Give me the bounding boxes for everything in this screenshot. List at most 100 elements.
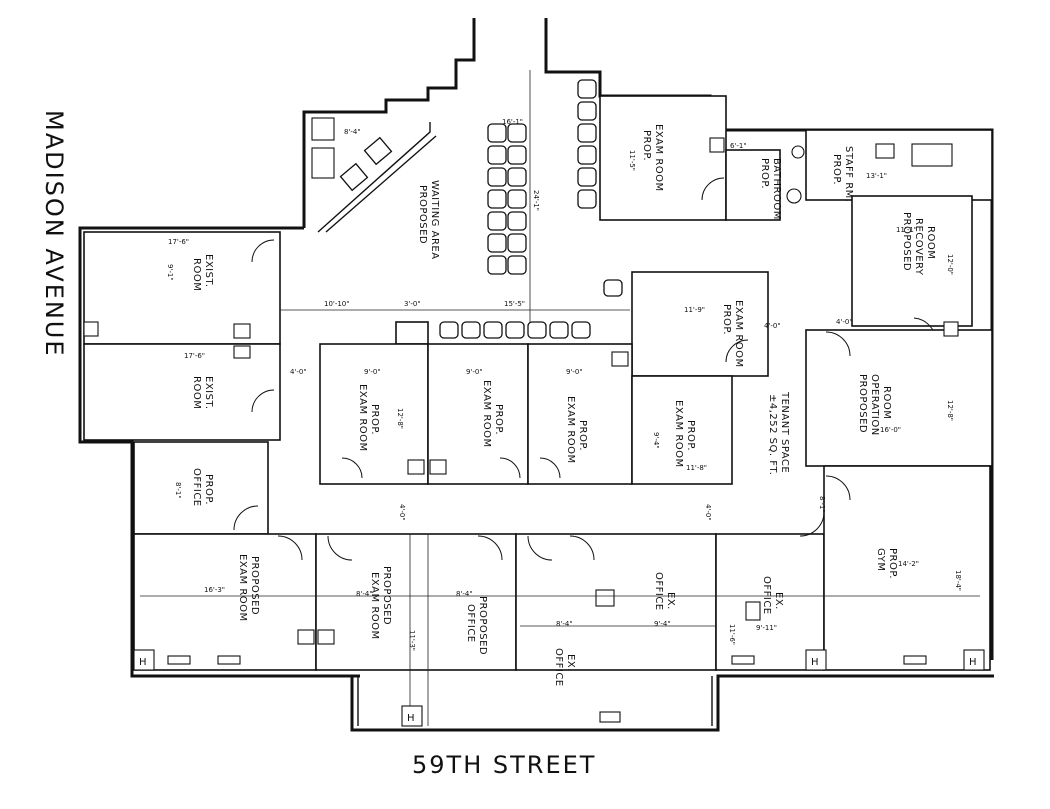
room-label: STAFF RM. [843,146,854,202]
room-label: ROOM [191,258,202,291]
room-label: EXIST. [203,376,214,410]
dim-label: 12'-8" [946,400,954,421]
dim-label: 4'-0" [764,322,781,330]
dim-label: 11'-9" [684,306,705,314]
room-label: OFFICE [191,468,202,507]
room-label: PROPOSED [477,596,488,655]
bathroom: PROP. BATHROOM 6'-1" [725,142,805,221]
bottom-row-rooms: PROPOSED EXAM ROOM PROPOSED EXAM ROOM PR… [133,465,991,726]
room-label: PROPOSED [901,212,912,271]
madison-avenue-label: MADISON AVENUE [40,110,68,358]
dim-label: 9'-1" [166,264,174,281]
dim-label: 14'-2" [898,560,919,568]
column-markers: H H H H [83,321,985,727]
waiting-chairs-column-2 [577,79,597,209]
room-label: EX. [665,592,676,610]
room-label: PROP. [887,548,898,579]
exam-rooms-middle-row: PROP. EXAM ROOM PROP. EXAM ROOM PROP. EX… [319,279,733,521]
room-label: PROPOSED [857,374,868,433]
room-label: EXIST. [203,254,214,288]
top-exam-room: PROP. EXAM ROOM 11'-5" [599,95,727,221]
staff-room: PROP. STAFF RM. 13'-1" [805,129,993,202]
dim-label: 12'-8" [396,408,404,429]
room-label: PROP. [369,404,380,435]
room-label: EXAM ROOM [369,572,380,640]
exist-room-2: EXIST. ROOM 17'-6" 4'-0" [83,343,307,441]
dim-label: 12'-0" [946,254,954,275]
room-label: EXAM ROOM [565,396,576,464]
room-label: EXAM ROOM [673,400,684,468]
dim-label: 18'-4" [954,570,962,591]
dim-label: 9'-0" [364,368,381,376]
room-label: ROOM [881,386,892,419]
room-label: RECOVERY [913,218,924,276]
svg-text:H: H [139,657,147,668]
room-label: EXAM ROOM [357,384,368,452]
waiting-chairs-column-1 [487,123,527,275]
dim-label: 4'-0" [836,318,853,326]
room-label: OFFICE [761,576,772,615]
dim-label: 8'-4" [344,128,361,136]
room-label: PROP. [759,158,770,189]
svg-text:H: H [811,657,819,668]
room-label: EXAM ROOM [481,380,492,448]
dim-label: 24'-1" [532,190,540,211]
room-label: EX. [773,592,784,610]
room-label: PROP. [685,420,696,451]
dim-label: 9'-0" [466,368,483,376]
room-label: EXAM ROOM [733,300,744,368]
room-label: ROOM [925,226,936,259]
dim-label: 6'-1" [730,142,747,150]
dim-label: 13'-1" [866,172,887,180]
59th-street-label: 59TH STREET [412,751,596,779]
dim-label: 11'-1" [896,226,917,234]
dim-label: 9'-0" [566,368,583,376]
right-exam-room: PROP. EXAM ROOM 11'-9" [631,271,769,377]
room-label: PROPOSED [249,556,260,615]
room-label: EXAM ROOM [653,124,664,192]
room-label: PROP. [493,404,504,435]
room-label: EX. [565,654,576,672]
dim-label: 9'-11" [756,624,777,632]
dim-label: 11'-5" [628,150,636,171]
dim-label: 4'-0" [398,504,406,521]
dim-label: 16'-1" [502,118,523,126]
tenant-space-label: TENANT SPACE ±4,252 SQ. FT. [767,391,790,475]
exist-room-1: EXIST. ROOM 17'-6" [83,231,281,345]
room-label: OFFICE [465,604,476,643]
dim-label: 8'-1" [174,482,182,499]
misc-dims: 16'-1" 9'-1" [166,118,523,281]
dim-label: 16'-0" [880,426,901,434]
dim-label: 4'-0" [290,368,307,376]
room-label: PROPOSED [381,566,392,625]
dim-label: 8'-4" [456,590,473,598]
room-label: PROP. [577,420,588,451]
room-label: ROOM [191,376,202,409]
waiting-area: PROPOSED WAITING AREA [311,70,597,330]
dim-label: 11'-3" [408,630,416,651]
dim-label: 16'-3" [204,586,225,594]
dim-label: 3'-0" [404,300,421,308]
recovery-room: PROPOSED RECOVERY ROOM 11'-1" 12'-0" [851,195,973,343]
dim-label: 4'-0" [704,504,712,521]
dim-label: 8'-4" [356,590,373,598]
tenant-space-line-2: ±4,252 SQ. FT. [767,394,778,475]
svg-text:H: H [969,657,977,668]
dim-label: 10'-10" [324,300,349,308]
svg-text:H: H [407,713,415,724]
dim-label: 17'-6" [168,238,189,246]
dim-label: 9'-4" [654,620,671,628]
reception-chair-icon [339,136,393,192]
tenant-space-line-1: TENANT SPACE [779,391,790,473]
dim-label: 8'-1" [818,496,826,513]
waiting-area-label-2: WAITING AREA [429,180,440,260]
dim-label: 17'-6" [184,352,205,360]
operation-room: PROPOSED OPERATION ROOM 16'-0" 12'-8" [805,329,993,467]
prop-office: PROP. OFFICE 8'-1" [133,441,269,535]
dim-label: 8'-4" [556,620,573,628]
dim-label: 9'-4" [652,432,660,449]
room-label: PROP. [831,154,842,185]
room-label: OPERATION [869,374,880,436]
room-label: BATHROOM [771,158,782,220]
